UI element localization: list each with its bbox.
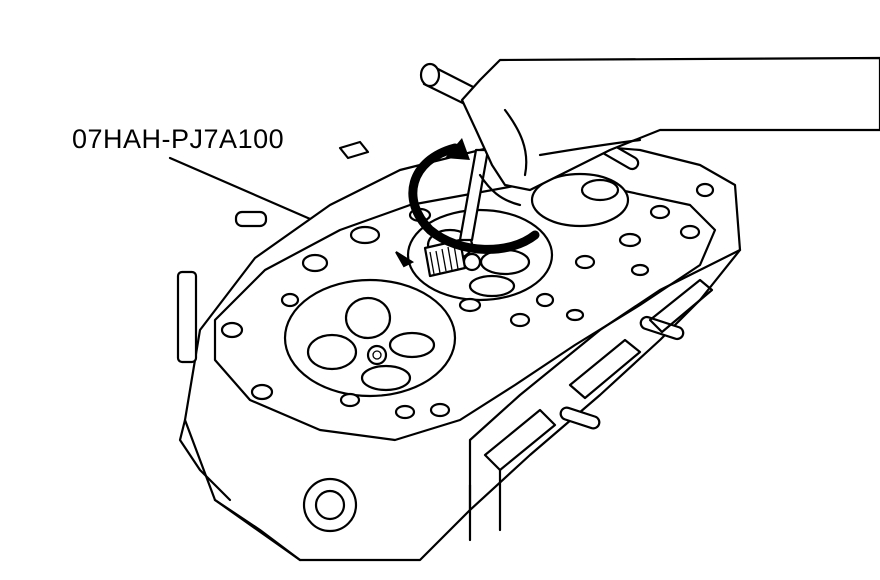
cylinder-head-body bbox=[178, 138, 742, 562]
side-wall-ports bbox=[468, 278, 714, 542]
combustion-chamber-front bbox=[283, 278, 457, 398]
combustion-chamber-rear bbox=[406, 208, 554, 302]
deck-bolt-holes bbox=[220, 182, 715, 420]
front-housing bbox=[213, 477, 358, 562]
rotation-arrow-icon bbox=[408, 138, 540, 254]
leader-arrowhead bbox=[395, 251, 415, 268]
studs-left bbox=[176, 140, 370, 364]
combustion-chamber-third bbox=[530, 172, 630, 228]
tool-callout-label: 07HAH-PJ7A100 bbox=[72, 124, 285, 154]
hand-with-tool bbox=[419, 56, 880, 278]
